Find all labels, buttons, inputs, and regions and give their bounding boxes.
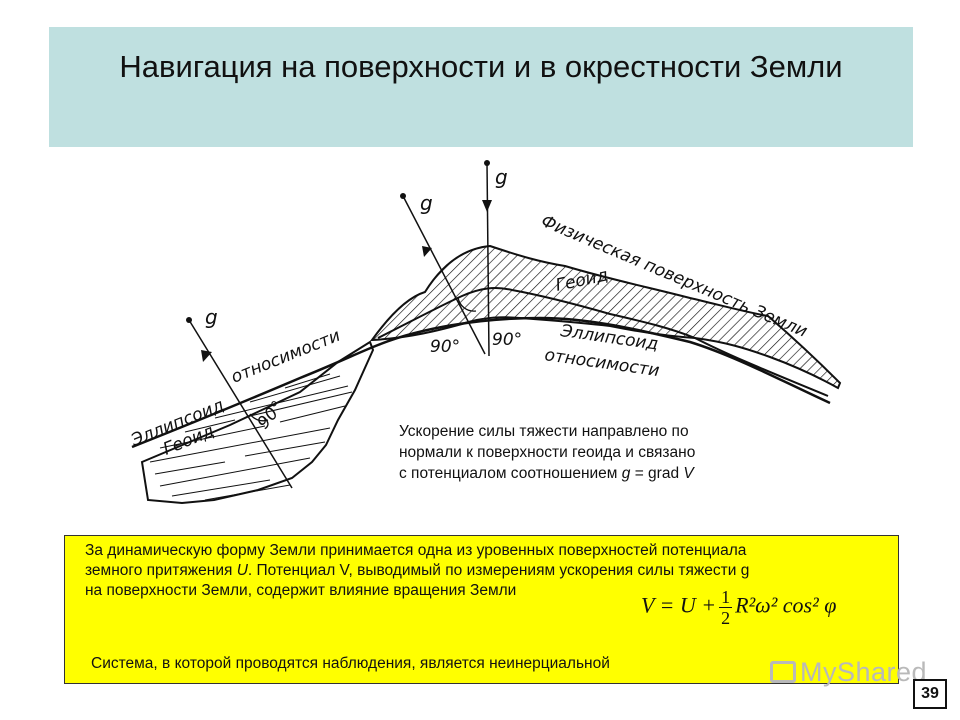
slide-title: Навигация на поверхности и в окрестности… bbox=[119, 49, 843, 84]
note-line: с потенциалом соотношением g = grad V bbox=[399, 465, 694, 482]
water-lines bbox=[149, 373, 353, 501]
g-label-left: g bbox=[205, 305, 218, 329]
title-bar: Навигация на поверхности и в окрестности… bbox=[49, 27, 913, 147]
arrow-head-icon bbox=[201, 350, 212, 362]
ellipsoid-label-left-2: относимости bbox=[228, 326, 343, 388]
note-line: Ускорение силы тяжести направлено по bbox=[399, 423, 689, 440]
info-line: земного притяжения U. Потенциал V, вывод… bbox=[85, 562, 750, 579]
watermark: MyShared bbox=[770, 657, 927, 688]
formula-lhs: V = U + bbox=[641, 592, 717, 618]
note-line: нормали к поверхности геоида и связано bbox=[399, 444, 696, 461]
info-line: За динамическую форму Земли принимается … bbox=[85, 542, 747, 559]
watermark-text: MyShared bbox=[800, 657, 928, 687]
arrow-head-icon bbox=[422, 246, 432, 257]
gravity-vector-left bbox=[186, 317, 293, 489]
gravity-vector-top bbox=[482, 160, 492, 357]
system-note: Система, в которой проводятся наблюдения… bbox=[91, 655, 610, 672]
page-number: 39 bbox=[913, 679, 947, 709]
info-box: За динамическую форму Земли принимается … bbox=[64, 535, 899, 684]
fraction-denominator: 2 bbox=[721, 608, 731, 628]
arrow-head-icon bbox=[482, 200, 492, 212]
g-label-mid: g bbox=[420, 191, 433, 215]
gravity-note: Ускорение силы тяжести направлено по нор… bbox=[399, 421, 779, 484]
watermark-icon bbox=[770, 661, 796, 683]
right-angle-arc-mid bbox=[457, 296, 477, 312]
gravity-vector-mid bbox=[400, 193, 486, 355]
angle-label-mid1: 90° bbox=[430, 337, 460, 357]
info-line: на поверхности Земли, содержит влияние в… bbox=[85, 582, 517, 599]
geoid-line-right bbox=[377, 287, 829, 397]
formula-rhs: R²ω² cos² φ bbox=[735, 592, 837, 618]
fraction-numerator: 1 bbox=[719, 587, 733, 608]
angle-label-mid2: 90° bbox=[492, 330, 522, 350]
ellipsoid-line bbox=[131, 316, 831, 449]
info-text: За динамическую форму Земли принимается … bbox=[85, 541, 885, 601]
g-label-top: g bbox=[495, 165, 508, 189]
right-angle-arc-left bbox=[249, 413, 269, 422]
